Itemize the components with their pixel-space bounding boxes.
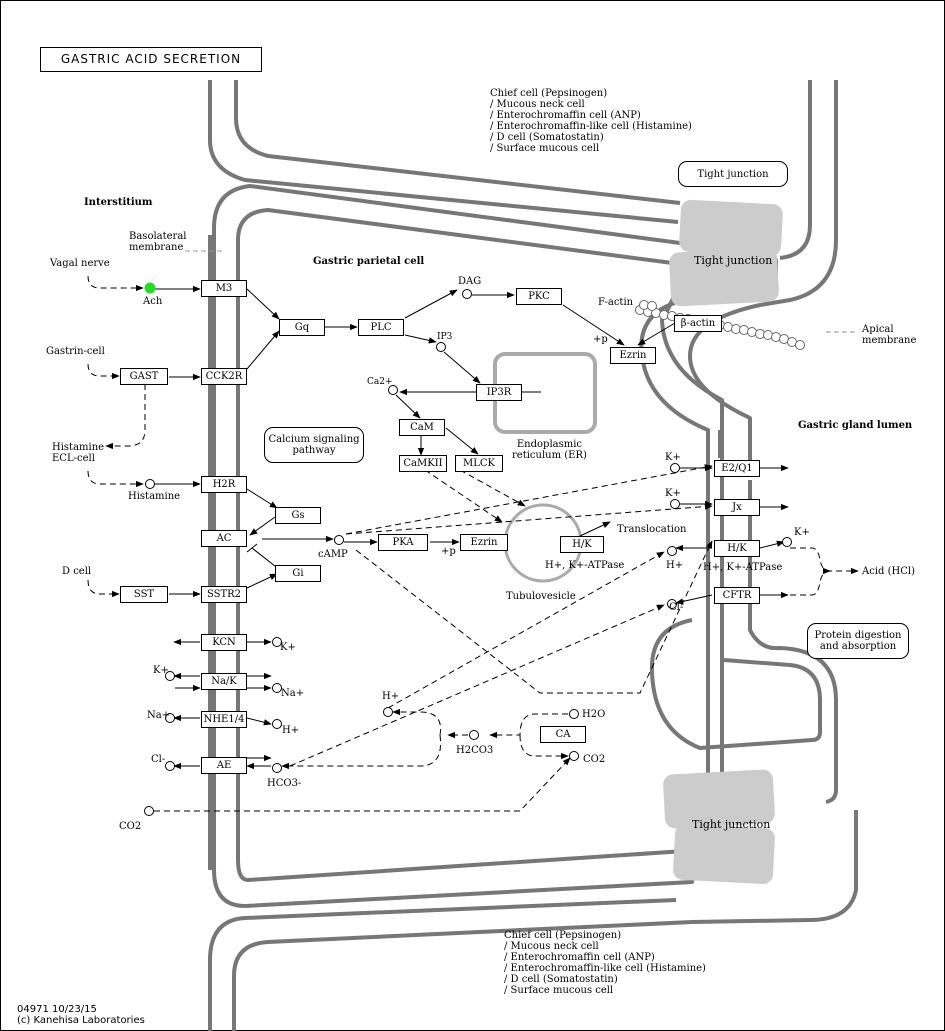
guide-lines [185, 250, 858, 333]
plus-p-pka: +p [441, 546, 456, 557]
gene-beta-actin[interactable]: β-actin [674, 315, 722, 332]
f-actin-label: F-actin [598, 297, 634, 308]
gene-pka[interactable]: PKA [378, 534, 428, 551]
compound-co2-mid[interactable]: CO2 [583, 754, 606, 765]
inhibition-bar [246, 543, 258, 553]
compound-cl-ae[interactable]: Cl- [151, 754, 166, 765]
compound-k-nak[interactable]: K+ [153, 665, 169, 676]
gland-lumen-label: Gastric gland lumen [798, 420, 913, 431]
gene-nak[interactable]: Na/K [201, 673, 247, 690]
gene-gq[interactable]: Gq [279, 319, 325, 336]
translocation-label: Translocation [617, 524, 687, 535]
atpase-vesicle-label: H+, K+-ATPase [545, 560, 625, 571]
gene-ca[interactable]: CA [540, 726, 586, 743]
gene-ip3r[interactable]: IP3R [476, 384, 522, 401]
gene-e2q1[interactable]: E2/Q1 [714, 460, 760, 477]
dashed-arrows [87, 275, 859, 812]
gene-ezrin-apical[interactable]: Ezrin [610, 347, 656, 364]
gene-m3[interactable]: M3 [201, 280, 247, 297]
gene-sst[interactable]: SST [120, 586, 168, 603]
compound-ca2[interactable]: Ca2+ [367, 377, 393, 387]
gene-ezrin-vesicle[interactable]: Ezrin [460, 534, 508, 551]
compound-k-e2[interactable]: K+ [665, 452, 681, 463]
compound-ip3[interactable]: IP3 [437, 332, 453, 342]
compound-ach[interactable]: Ach [143, 296, 163, 307]
compound-k-hk[interactable]: K+ [794, 527, 810, 538]
gene-plc[interactable]: PLC [358, 319, 404, 336]
compound-na-nhe[interactable]: Na+ [147, 710, 171, 721]
compound-k-kcn[interactable]: K+ [280, 642, 296, 653]
gene-gast[interactable]: GAST [120, 368, 168, 385]
plus-p-ezrin: +p [593, 334, 608, 345]
gene-kcn[interactable]: KCN [201, 634, 247, 651]
gene-h2r[interactable]: H2R [201, 476, 247, 493]
tubulovesicle-label: Tubulovesicle [506, 591, 576, 602]
tight-junction-box[interactable]: Tight junction [678, 161, 788, 187]
cells-bottom-list: Chief cell (Pepsinogen)/ Mucous neck cel… [504, 930, 706, 996]
acid-hcl-label: Acid (HCl) [862, 566, 915, 577]
compound-camp[interactable]: cAMP [318, 549, 348, 560]
compound-h-mid[interactable]: H+ [382, 691, 400, 702]
gene-cftr[interactable]: CFTR [714, 587, 760, 604]
solid-arrows [155, 285, 789, 770]
compound-h2co3[interactable]: H2CO3 [456, 745, 494, 756]
ach-node[interactable] [144, 282, 156, 294]
compound-hco3[interactable]: HCO3- [267, 778, 302, 789]
gene-sstr2[interactable]: SSTR2 [201, 586, 247, 603]
gene-gs[interactable]: Gs [275, 507, 321, 524]
compound-nodes[interactable] [144, 289, 792, 816]
compound-co2-left[interactable]: CO2 [119, 821, 142, 832]
compound-k-jx[interactable]: K+ [665, 488, 681, 499]
compound-na-nak[interactable]: Na+ [281, 688, 305, 699]
compound-h2o[interactable]: H2O [582, 709, 606, 720]
cells-top-list: Chief cell (Pepsinogen)/ Mucous neck cel… [490, 88, 692, 154]
compound-dag[interactable]: DAG [458, 276, 482, 287]
atpase-membrane-label: H+, K+-ATPase [703, 562, 783, 573]
gene-nhe[interactable]: NHE1/4 [201, 711, 247, 728]
gene-cam[interactable]: CaM [399, 419, 445, 436]
interstitium-label: Interstitium [84, 197, 153, 208]
compound-cl-cftr[interactable]: Cl- [669, 602, 684, 613]
gene-mlck[interactable]: MLCK [455, 455, 503, 472]
map-title: GASTRIC ACID SECRETION [40, 47, 262, 72]
gene-ae[interactable]: AE [201, 757, 247, 774]
d-cell-label: D cell [62, 566, 92, 577]
gene-ac[interactable]: AC [201, 530, 247, 547]
tight-junction-blocks [663, 199, 783, 885]
gene-hk[interactable]: H/K [714, 540, 760, 557]
gastrin-cell-label: Gastrin-cell [46, 346, 105, 357]
parietal-cell-label: Gastric parietal cell [313, 256, 425, 267]
footer-info: 04971 10/23/15(c) Kanehisa Laboratories [17, 1004, 145, 1026]
gene-jx[interactable]: Jx [714, 499, 760, 516]
gene-gi[interactable]: Gi [275, 565, 321, 582]
gene-pkc[interactable]: PKC [516, 288, 562, 305]
gene-hk-vesicle[interactable]: H/K [560, 536, 604, 553]
compound-histamine[interactable]: Histamine [128, 491, 181, 502]
vagal-nerve-label: Vagal nerve [50, 258, 110, 269]
gene-camkii[interactable]: CaMKII [399, 455, 447, 472]
gene-cck2r[interactable]: CCK2R [201, 368, 247, 385]
tight-junction-upper-label: Tight junction [694, 254, 773, 267]
tight-junction-lower-label: Tight junction [692, 818, 771, 831]
compound-h-hk[interactable]: H+ [666, 560, 684, 571]
compound-h-nhe[interactable]: H+ [282, 725, 300, 736]
